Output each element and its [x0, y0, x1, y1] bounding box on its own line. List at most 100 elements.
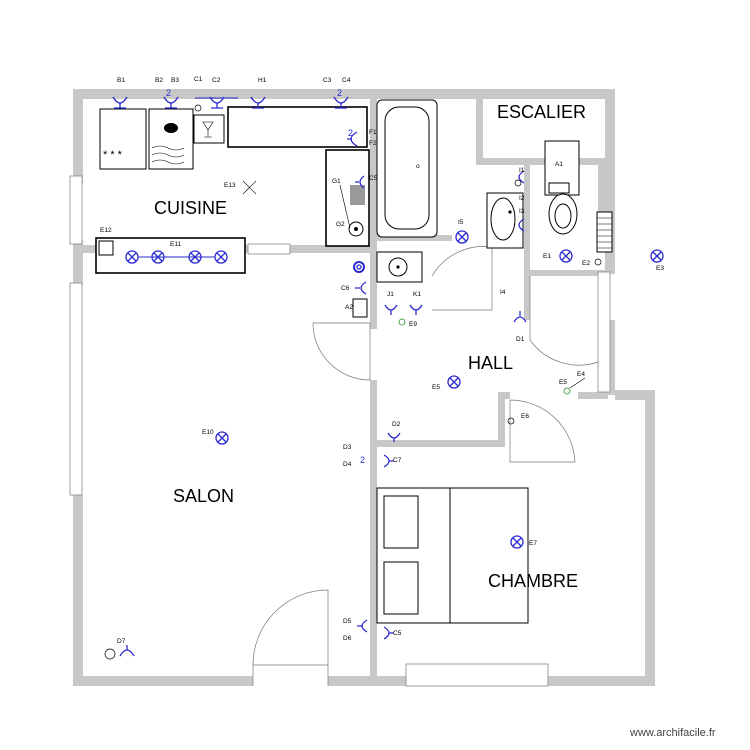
c6-outlet-inner: [356, 264, 362, 270]
code-label: B3: [171, 77, 179, 84]
door-chambre: [509, 399, 576, 463]
code-label: C7: [393, 457, 402, 464]
code-label: E9: [409, 321, 417, 328]
wall-bottom-mid: [328, 676, 406, 686]
bath-sink-drain: [396, 265, 400, 269]
socket-icon: [513, 311, 527, 323]
socket-icon: [250, 96, 266, 109]
code-label: C1: [194, 76, 203, 83]
socket-icon: [112, 96, 128, 109]
code-label: D4: [343, 461, 352, 468]
room-label-salon: SALON: [173, 486, 234, 506]
e5-switch: [563, 387, 571, 395]
i-switch: [514, 179, 522, 187]
wall-wc-right: [598, 165, 605, 240]
code-label: F1: [369, 129, 377, 136]
socket-icon: [409, 304, 423, 315]
code-label: H1: [258, 77, 267, 84]
code-label: C4: [342, 77, 351, 84]
code-label: E7: [529, 540, 537, 547]
wall-left-mid: [73, 240, 83, 285]
wc-sink-bowl: [490, 197, 516, 241]
wall-hall-right-bottom: [578, 392, 608, 399]
window-left-lower: [69, 282, 83, 496]
ceiling-light-icon: [455, 230, 469, 244]
cooktop: [148, 108, 194, 170]
wall-kitchen-right: [370, 99, 377, 329]
code-label: G2: [336, 221, 345, 228]
code-label: B2: [155, 77, 163, 84]
code-label: D7: [117, 638, 126, 645]
ceiling-light-icon: [510, 535, 524, 549]
code-label: J1: [387, 291, 394, 298]
glass-icon: [202, 121, 214, 138]
code-label: E5: [432, 384, 440, 391]
code-label: o: [416, 163, 420, 170]
code-label: F2: [369, 140, 377, 147]
wall-left-upper: [73, 89, 83, 184]
code-label: D3: [343, 444, 352, 451]
wc-sink-drain: [508, 210, 512, 214]
oven: [99, 108, 147, 170]
ceiling-light-icon: [214, 250, 228, 264]
e13-cross: [242, 180, 257, 195]
socket-icon: [333, 96, 349, 109]
socket-icon: [355, 281, 367, 295]
wall-kitchen-bottom-right: [288, 245, 373, 253]
code-label: I2: [519, 195, 525, 202]
code-label: E3: [656, 265, 664, 272]
socket-2b: 2: [337, 88, 342, 98]
room-label-hall: HALL: [468, 353, 513, 373]
c1-switch: [194, 104, 202, 112]
code-label: I1: [519, 167, 525, 174]
code-label: E11: [170, 241, 181, 248]
wall-wc-left: [524, 165, 530, 320]
window-left-upper: [69, 175, 83, 245]
wall-bottom-left: [73, 676, 253, 686]
window-right: [597, 271, 611, 393]
windows: [69, 175, 611, 687]
wall-hall-step: [498, 392, 505, 447]
code-label: I5: [458, 219, 464, 226]
d7-tv: [104, 648, 116, 660]
toilet-flush: [548, 182, 570, 194]
code-label: D6: [343, 635, 352, 642]
door-salon-bottom: [252, 589, 329, 686]
e4-line: [569, 377, 586, 389]
code-label: E1: [543, 253, 551, 260]
counter-top: [227, 106, 368, 148]
code-label: K1: [413, 291, 421, 298]
wall-top: [73, 89, 615, 99]
electric-symbols: 2 2 2 2: [104, 88, 664, 660]
oven-marks: * * *: [103, 149, 123, 161]
socket-icon: [357, 619, 368, 633]
ceiling-light-icon: [650, 249, 664, 263]
cooktop-burner: [164, 123, 178, 133]
ceiling-light-icon: [447, 375, 461, 389]
a2-box: [352, 298, 368, 318]
code-labels: B1 B2 B3 C1 C2 H1 C3 C4 F1 F2 G1 C5 G2 E…: [100, 76, 664, 645]
cooktop-lines: [151, 145, 185, 165]
ceiling-light-icon: [215, 431, 229, 445]
room-labels: CUISINE ESCALIER HALL SALON CHAMBRE: [154, 102, 586, 591]
socket-icon: [518, 218, 525, 232]
code-label: D5: [343, 618, 352, 625]
e2-switch: [594, 258, 602, 266]
code-label: A1: [555, 161, 563, 168]
code-label: E6: [521, 413, 529, 420]
code-label: E12: [100, 227, 112, 234]
wall-left-lower: [73, 495, 83, 685]
wall-right-lower: [645, 390, 655, 686]
socket-icon: [209, 96, 225, 109]
code-label: D2: [392, 421, 401, 428]
wall-bottom-right: [548, 676, 655, 686]
wall-escalier-bottom: [476, 158, 605, 165]
socket-2d: 2: [360, 455, 365, 465]
wall-salon-right: [370, 380, 377, 680]
code-label: A2: [345, 304, 353, 311]
code-label: I3: [519, 208, 525, 215]
socket-icon: [119, 645, 135, 657]
sink-drain: [354, 227, 358, 231]
room-label-chambre: CHAMBRE: [488, 571, 578, 591]
